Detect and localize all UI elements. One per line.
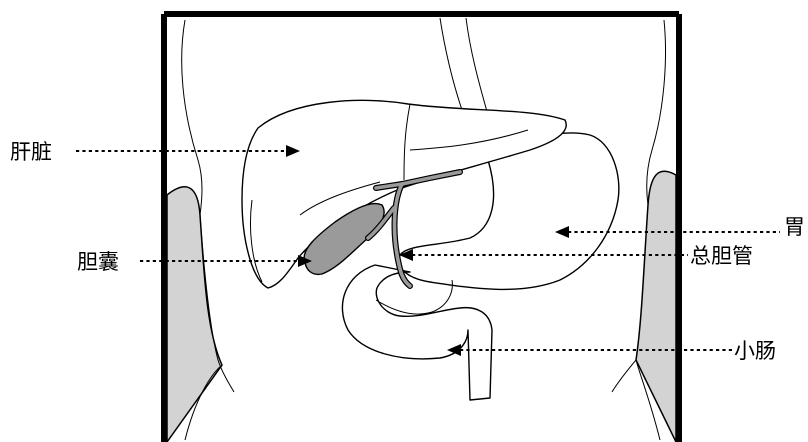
label-stomach: 胃 (784, 215, 805, 239)
label-gallbladder: 胆囊 (77, 250, 119, 274)
label-small-intestine: 小肠 (734, 339, 776, 363)
label-common-bile-duct: 总胆管 (690, 244, 753, 268)
esophagus (440, 18, 488, 115)
label-liver: 肝脏 (10, 140, 52, 164)
